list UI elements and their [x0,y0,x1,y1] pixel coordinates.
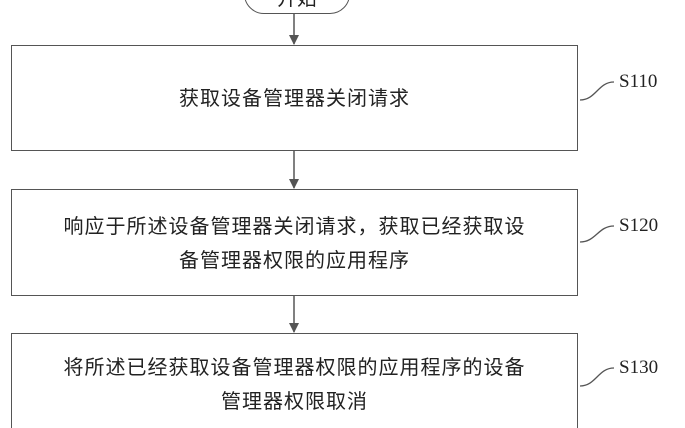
step-s110-text: 获取设备管理器关闭请求 [179,86,410,110]
start-terminator: 开始 [244,0,350,14]
step-box-s110: 获取设备管理器关闭请求 [11,45,578,151]
step-box-s130: 将所述已经获取设备管理器权限的应用程序的设备 管理器权限取消 [11,333,578,428]
step-s130-text-line1: 将所述已经获取设备管理器权限的应用程序的设备 [63,355,526,379]
step-s120-text-line1: 响应于所述设备管理器关闭请求，获取已经获取设 [63,213,526,238]
step-s120-text-line2: 备管理器权限的应用程序 [179,247,410,272]
leader-s120 [579,225,615,243]
step-s130-text-line2: 管理器权限取消 [221,389,368,413]
start-label: 开始 [277,0,317,10]
step-box-s120: 响应于所述设备管理器关闭请求，获取已经获取设 备管理器权限的应用程序 [11,189,578,296]
step-id-s130: S130 [619,357,659,378]
leader-s130 [579,367,615,387]
step-id-s120: S120 [619,215,659,236]
step-id-s110: S110 [619,71,658,92]
leader-s110 [579,81,615,101]
